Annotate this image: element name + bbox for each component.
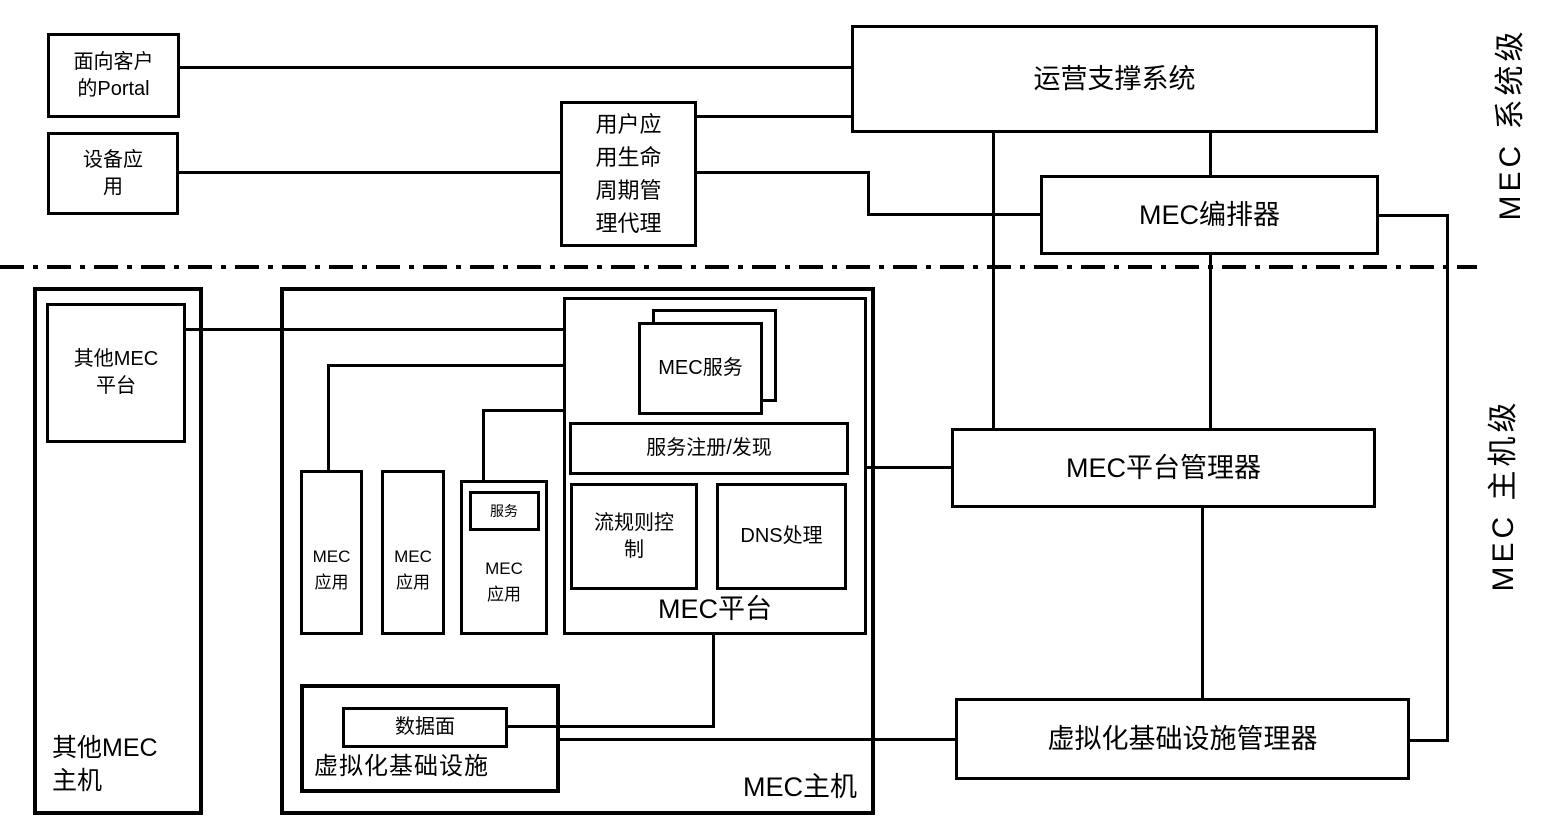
- mec-app-3-label: MEC 应用: [485, 559, 523, 604]
- node-mec-platform-manager: MEC平台管理器: [951, 428, 1376, 508]
- label-mec-host-level: MEC 主机级: [1487, 398, 1520, 592]
- connector-oss-to-orchestrator: [1209, 133, 1212, 175]
- connector-app3-up: [482, 409, 485, 480]
- connector-orchestrator-right-seg1: [1379, 214, 1449, 217]
- connector-platform-manager-to-vim: [1201, 508, 1204, 698]
- node-mec-app-3: 服务 MEC 应用: [460, 480, 548, 635]
- other-mec-host-label: 其他MEC 主机: [52, 734, 158, 795]
- connector-lcmproxy-to-oss: [697, 115, 851, 118]
- label-mec-system-level: MEC 系统级: [1494, 27, 1527, 221]
- virtualization-infrastructure-label: 虚拟化基础设施: [314, 752, 489, 780]
- node-mec-app-2: MEC 应用: [381, 470, 445, 635]
- connector-mecplatform-down: [712, 635, 715, 728]
- node-service-registry-discovery: 服务注册/发现: [569, 422, 849, 475]
- connector-deviceapp-to-lcmproxy: [179, 171, 560, 174]
- connector-app3-to-mecplatform: [482, 409, 566, 412]
- node-customer-portal: 面向客户 的Portal: [47, 33, 180, 118]
- mec-platform-label: MEC平台: [658, 593, 772, 624]
- connector-othermecplatform-to-mecplatform: [186, 328, 566, 331]
- connector-orchestrator-to-platform-manager: [1209, 255, 1212, 428]
- node-mec-app-1: MEC 应用: [300, 470, 363, 635]
- connector-lcmproxy-to-orchestrator-seg3: [867, 213, 1043, 216]
- connector-portal-to-oss: [180, 66, 851, 69]
- node-user-app-lcm-proxy: 用户应 用生命 周期管 理代理: [560, 101, 697, 247]
- connector-dataplane-to-mecplatform: [508, 725, 715, 728]
- connector-orchestrator-to-vim: [1410, 739, 1449, 742]
- node-oss: 运营支撑系统: [851, 25, 1378, 133]
- connector-mecplatform-to-platform-manager: [867, 466, 951, 469]
- system-host-level-divider: [0, 265, 1477, 269]
- node-mec-service: MEC服务: [638, 322, 763, 415]
- connector-virtinfra-to-vim: [560, 738, 955, 741]
- connector-lcmproxy-to-orchestrator-seg2: [867, 171, 870, 216]
- connector-app1-up: [327, 364, 330, 470]
- mec-host-label: MEC主机: [743, 771, 857, 802]
- node-other-mec-platform: 其他MEC 平台: [46, 303, 186, 443]
- node-service: 服务: [468, 491, 540, 531]
- connector-lcmproxy-to-orchestrator-seg1: [697, 171, 870, 174]
- node-dns-handling: DNS处理: [716, 483, 847, 590]
- connector-app1-to-mecplatform: [327, 364, 566, 367]
- node-virtualization-infrastructure-manager: 虚拟化基础设施管理器: [955, 698, 1410, 780]
- node-traffic-rules-control: 流规则控 制: [570, 483, 698, 590]
- connector-orchestrator-right-seg2: [1446, 214, 1449, 742]
- node-data-plane: 数据面: [342, 707, 508, 748]
- connector-oss-to-platform-manager: [992, 133, 995, 428]
- node-mec-orchestrator: MEC编排器: [1040, 175, 1379, 255]
- node-device-app: 设备应 用: [47, 132, 179, 215]
